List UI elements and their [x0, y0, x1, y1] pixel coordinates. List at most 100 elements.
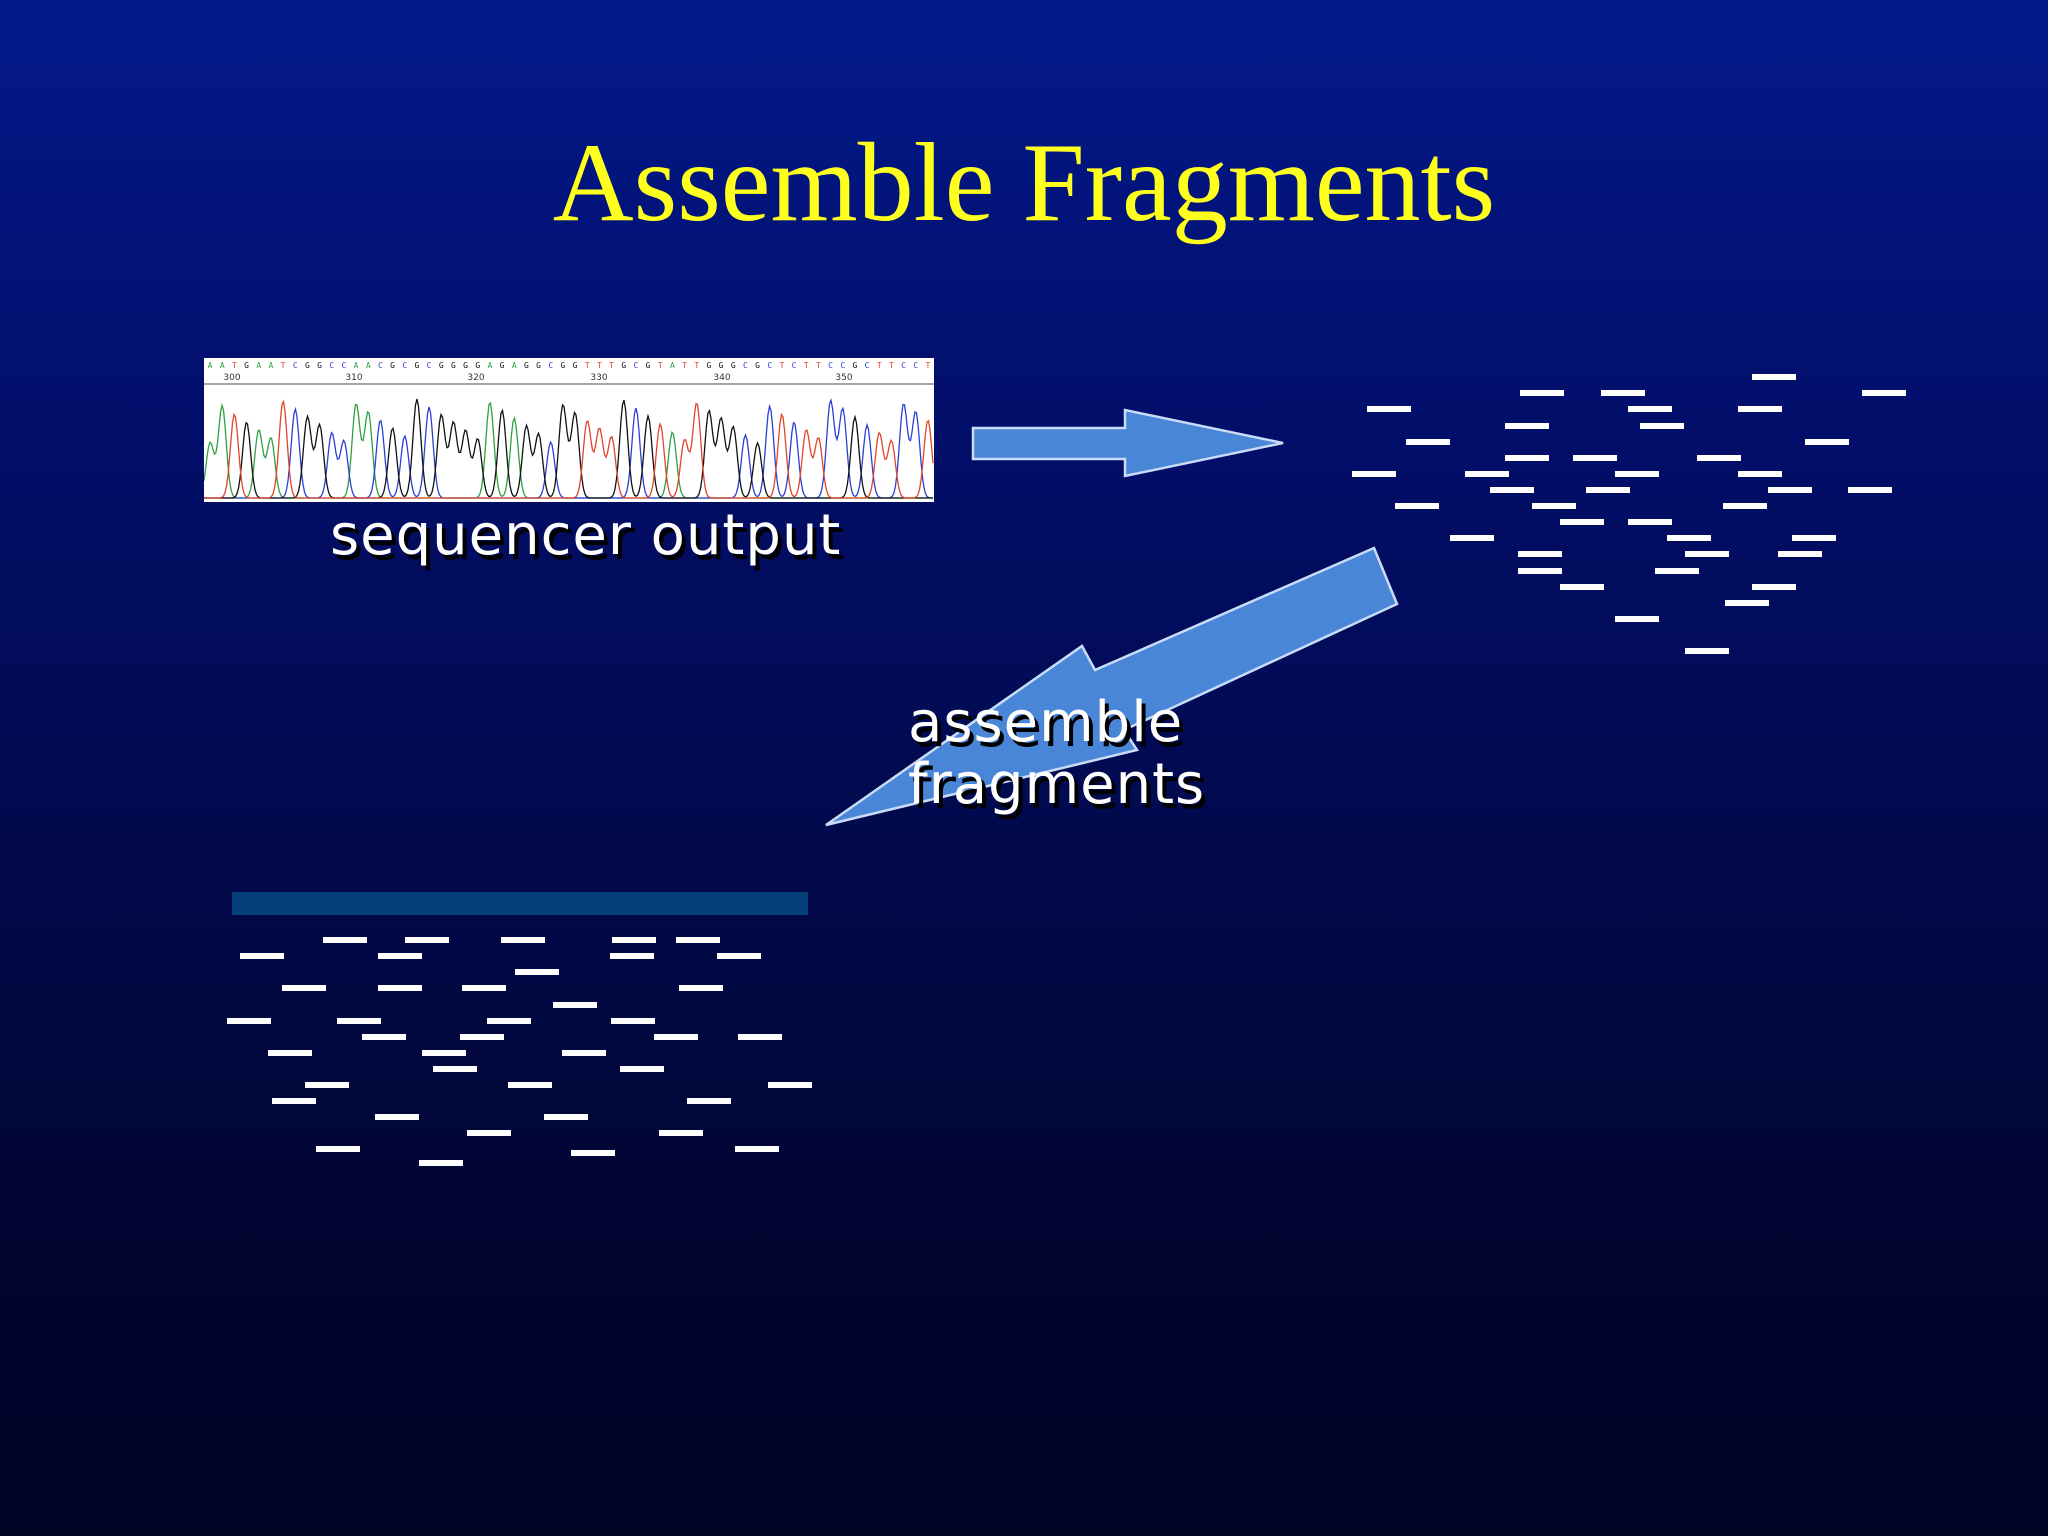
- sequence-fragment: [1450, 535, 1494, 541]
- sequence-fragment: [1518, 568, 1562, 574]
- base-call: T: [597, 361, 602, 370]
- base-call: G: [755, 361, 760, 370]
- position-label: 320: [467, 373, 484, 383]
- base-call: G: [731, 361, 736, 370]
- aligned-fragment: [562, 1050, 606, 1056]
- sequence-fragment: [1738, 471, 1782, 477]
- aligned-fragment: [375, 1114, 419, 1120]
- base-call: G: [475, 361, 480, 370]
- base-call: G: [561, 361, 566, 370]
- base-call: T: [816, 361, 821, 370]
- sequence-fragment: [1586, 487, 1630, 493]
- trace-G: [204, 398, 933, 499]
- sequence-fragment: [1615, 471, 1659, 477]
- aligned-fragment: [378, 985, 422, 991]
- base-call: G: [463, 361, 468, 370]
- base-call: C: [378, 361, 383, 370]
- base-call: C: [913, 361, 918, 370]
- base-call: C: [293, 361, 298, 370]
- position-label: 300: [223, 373, 240, 383]
- aligned-fragment: [738, 1034, 782, 1040]
- aligned-fragment: [508, 1082, 552, 1088]
- aligned-fragment: [433, 1066, 477, 1072]
- sequence-fragment: [1685, 551, 1729, 557]
- aligned-fragment: [735, 1146, 779, 1152]
- assembled-fragments: [227, 937, 812, 1166]
- base-call: C: [840, 361, 845, 370]
- aligned-fragment: [227, 1018, 271, 1024]
- aligned-fragment: [282, 985, 326, 991]
- sequence-fragment: [1640, 423, 1684, 429]
- base-call: T: [281, 361, 286, 370]
- sequence-fragment: [1395, 503, 1439, 509]
- base-call: C: [402, 361, 407, 370]
- aligned-fragment: [610, 953, 654, 959]
- position-label: 310: [345, 373, 362, 383]
- position-label: 350: [835, 373, 852, 383]
- base-call: C: [767, 361, 772, 370]
- sequence-fragment: [1725, 600, 1769, 606]
- position-label: 340: [713, 373, 730, 383]
- aligned-fragment: [553, 1002, 597, 1008]
- base-call: C: [427, 361, 432, 370]
- sequence-fragment: [1532, 503, 1576, 509]
- aligned-fragment: [515, 969, 559, 975]
- base-call: A: [256, 361, 261, 370]
- sequence-fragment: [1465, 471, 1509, 477]
- sequence-fragment: [1685, 648, 1729, 654]
- base-call: A: [488, 361, 493, 370]
- aligned-fragment: [378, 953, 422, 959]
- sequence-fragment: [1601, 390, 1645, 396]
- base-call: C: [865, 361, 870, 370]
- base-call: G: [853, 361, 858, 370]
- base-call: C: [743, 361, 748, 370]
- aligned-fragment: [679, 985, 723, 991]
- sequence-fragment: [1505, 423, 1549, 429]
- sequence-fragment: [1560, 584, 1604, 590]
- sequence-fragment: [1848, 487, 1892, 493]
- base-call: G: [524, 361, 529, 370]
- sequence-fragment: [1573, 455, 1617, 461]
- base-call: T: [804, 361, 809, 370]
- aligned-fragment: [272, 1098, 316, 1104]
- base-call: G: [500, 361, 505, 370]
- base-call: A: [670, 361, 675, 370]
- base-call: A: [354, 361, 359, 370]
- base-call: G: [317, 361, 322, 370]
- base-call: G: [536, 361, 541, 370]
- base-call: T: [694, 361, 699, 370]
- base-call: G: [707, 361, 712, 370]
- unassembled-fragments: [1352, 374, 1906, 654]
- aligned-fragment: [768, 1082, 812, 1088]
- sequence-fragment: [1752, 374, 1796, 380]
- base-call: G: [439, 361, 444, 370]
- sequence-fragment: [1723, 503, 1767, 509]
- aligned-fragment: [611, 1018, 655, 1024]
- sequence-fragment: [1768, 487, 1812, 493]
- base-call: G: [415, 361, 420, 370]
- aligned-fragment: [717, 953, 761, 959]
- aligned-fragment: [240, 953, 284, 959]
- aligned-fragment: [337, 1018, 381, 1024]
- aligned-fragment: [362, 1034, 406, 1040]
- base-call: T: [232, 361, 237, 370]
- aligned-fragment: [620, 1066, 664, 1072]
- base-call: G: [719, 361, 724, 370]
- sequence-fragment: [1805, 439, 1849, 445]
- aligned-fragment: [462, 985, 506, 991]
- base-call: T: [585, 361, 590, 370]
- aligned-fragment: [687, 1098, 731, 1104]
- right-arrow-icon: [971, 408, 1284, 478]
- sequence-fragment: [1792, 535, 1836, 541]
- base-call: A: [512, 361, 517, 370]
- assemble-label-line2: fragments: [908, 752, 1206, 817]
- sequence-fragment: [1490, 487, 1534, 493]
- assemble-label-line1: assemble: [908, 690, 1184, 755]
- aligned-fragment: [268, 1050, 312, 1056]
- aligned-fragment: [305, 1082, 349, 1088]
- base-call: C: [828, 361, 833, 370]
- sequence-fragment: [1505, 455, 1549, 461]
